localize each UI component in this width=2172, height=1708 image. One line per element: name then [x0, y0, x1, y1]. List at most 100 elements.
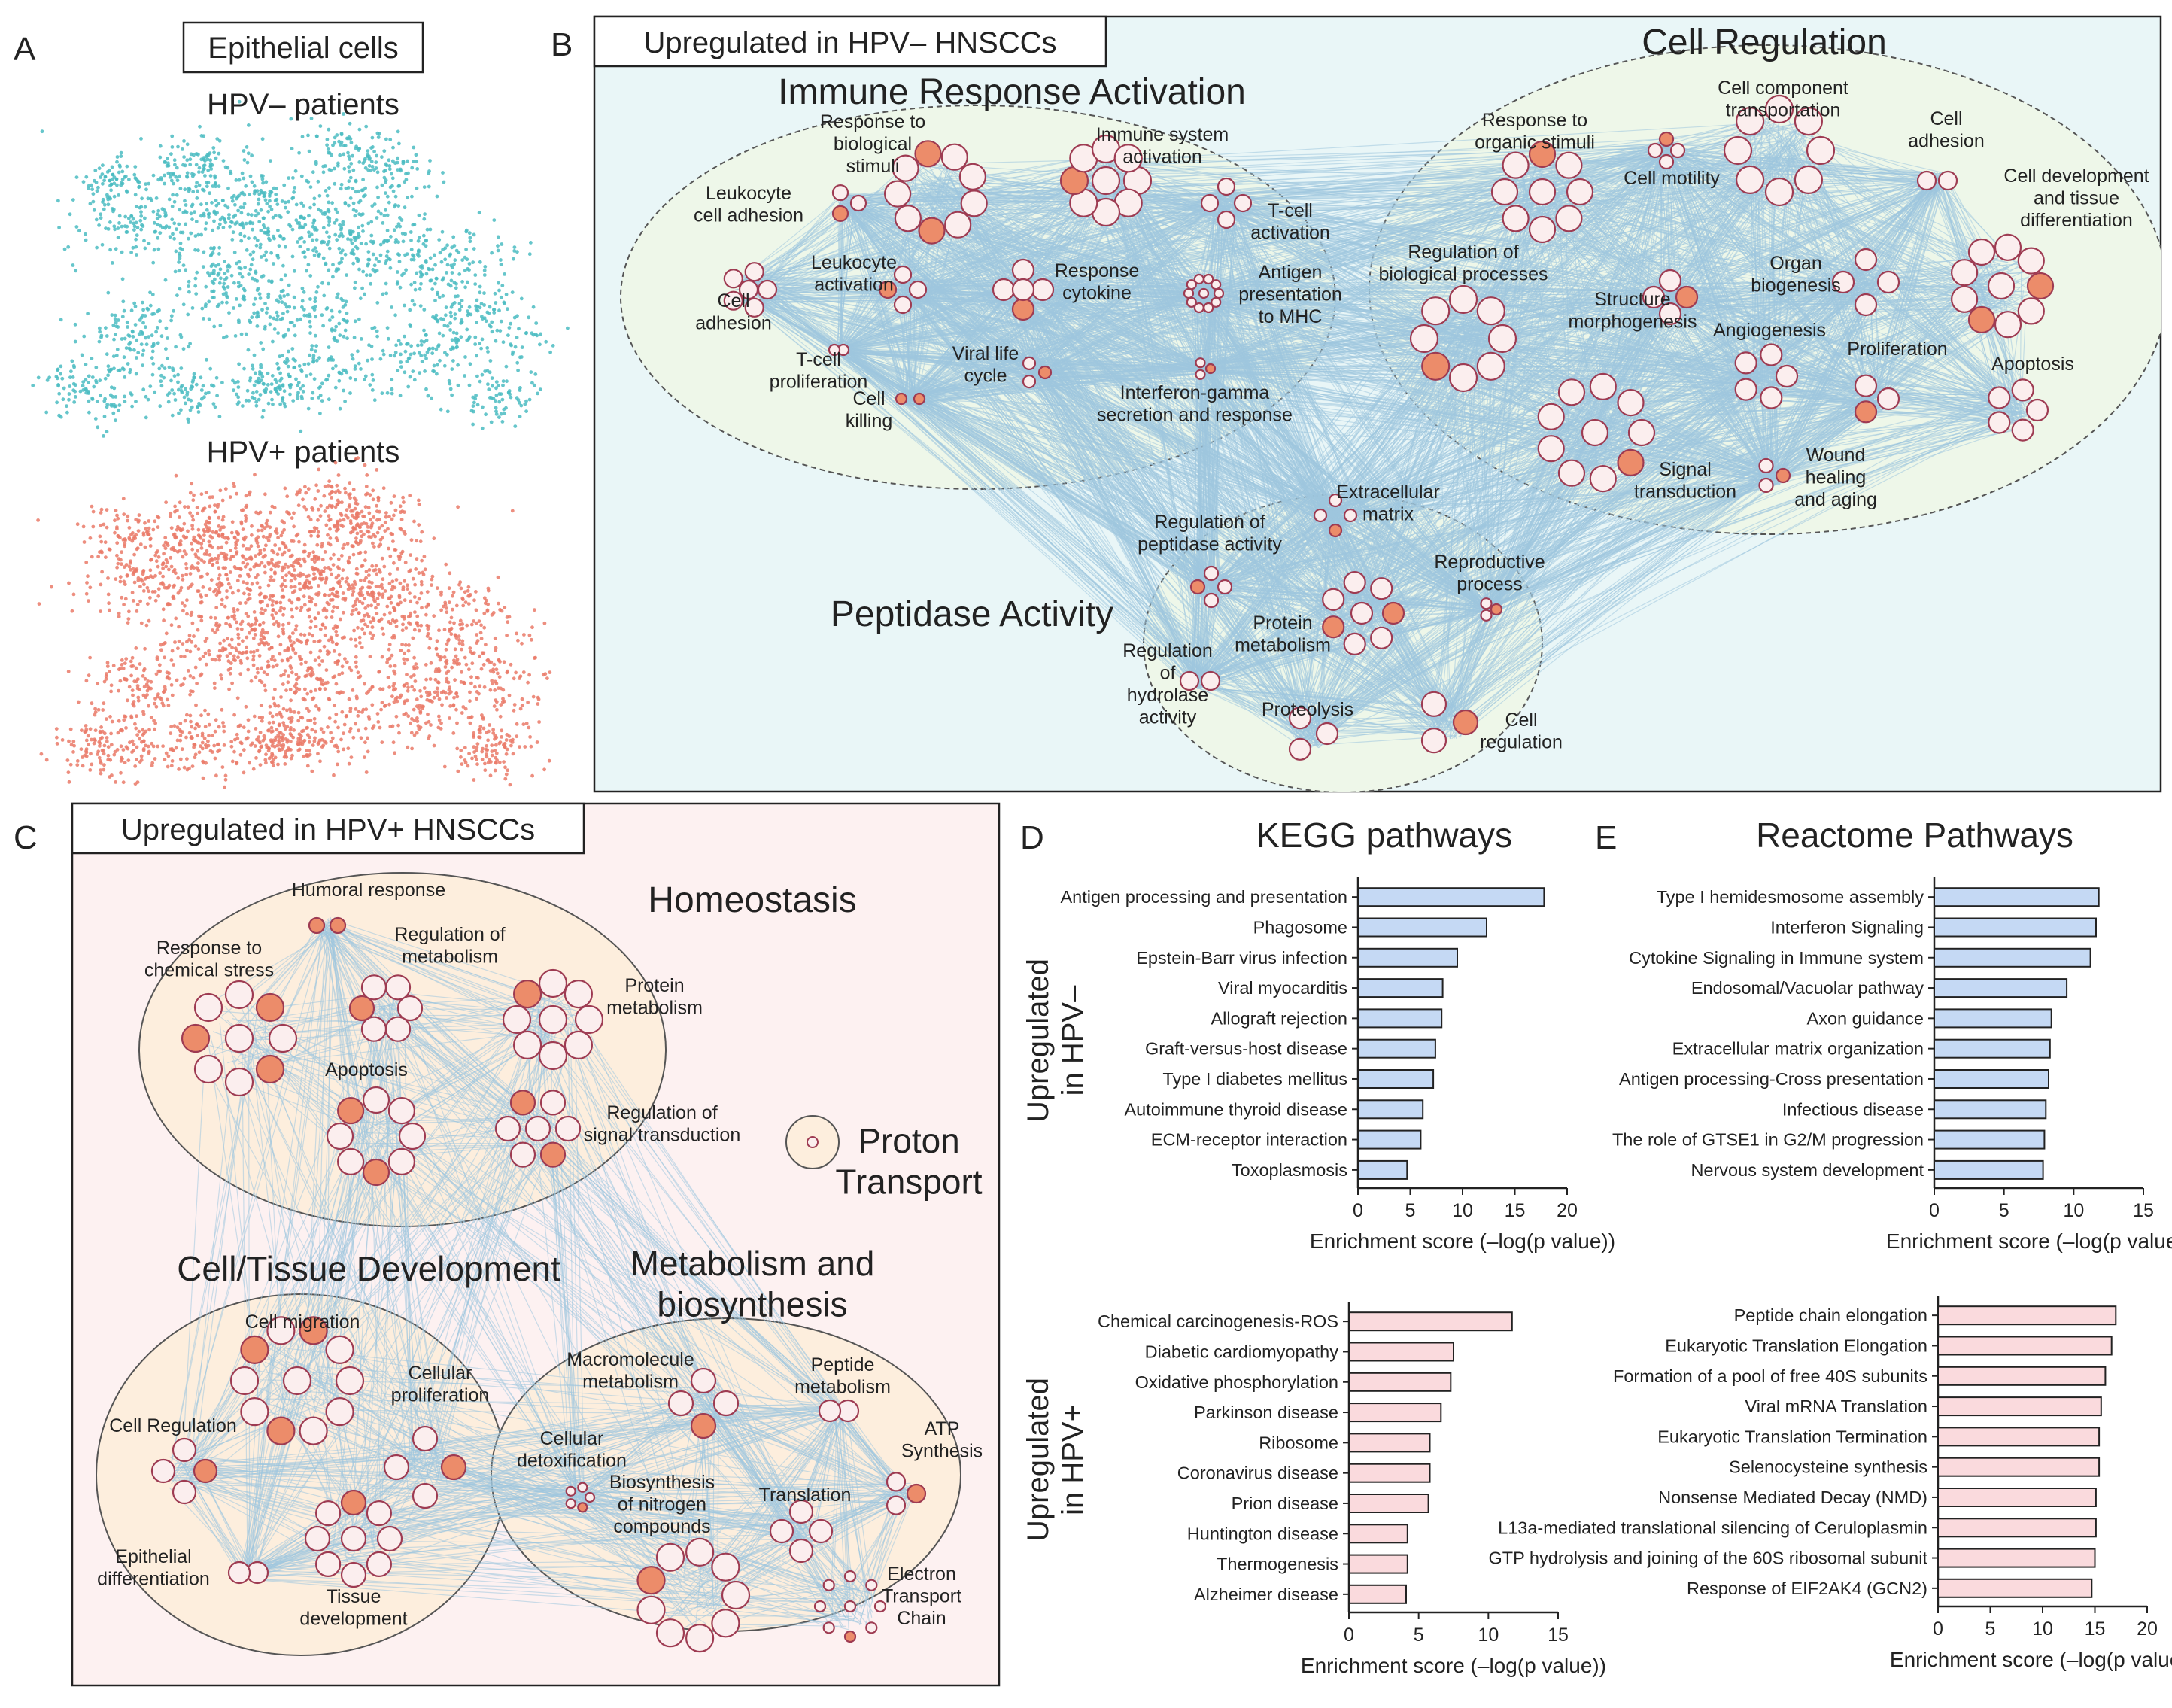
cell-point — [472, 733, 475, 737]
cell-point — [154, 559, 159, 564]
cell-point — [371, 541, 375, 546]
cell-point — [309, 533, 313, 538]
cell-point — [342, 334, 346, 339]
cell-point — [242, 748, 246, 752]
cell-point — [163, 546, 168, 551]
cell-point — [393, 313, 397, 318]
cell-point — [467, 752, 471, 755]
cell-point — [368, 383, 372, 387]
cell-point — [275, 298, 279, 302]
cell-point — [172, 181, 175, 186]
cell-point — [218, 488, 223, 493]
cell-point — [90, 357, 94, 360]
cell-point — [199, 232, 203, 237]
cell-point — [379, 617, 384, 622]
cell-point — [255, 288, 260, 293]
cell-point — [416, 239, 421, 243]
cell-point — [248, 267, 253, 272]
cell-point — [147, 335, 151, 339]
cell-point — [149, 716, 153, 719]
cell-point — [390, 176, 395, 181]
cell-point — [456, 383, 460, 387]
cell-point — [178, 757, 183, 761]
cell-point — [418, 264, 423, 269]
cell-point — [284, 585, 288, 588]
cell-point — [196, 568, 201, 573]
cell-point — [179, 655, 184, 658]
cell-point — [381, 632, 386, 637]
cell-point — [293, 169, 298, 173]
cell-point — [316, 530, 320, 534]
cell-point — [349, 251, 354, 255]
cell-point — [115, 348, 120, 351]
cell-point — [156, 236, 160, 240]
cell-point — [139, 577, 144, 582]
cell-point — [308, 324, 313, 329]
cell-point — [87, 381, 90, 384]
cell-point — [105, 736, 109, 740]
cell-point — [542, 621, 547, 625]
cell-point — [408, 308, 412, 312]
cell-point — [406, 159, 409, 163]
cell-point — [220, 215, 225, 220]
cell-point — [289, 710, 293, 714]
cell-point — [281, 541, 286, 546]
cell-point — [399, 218, 404, 222]
cell-point — [232, 609, 236, 614]
cell-point — [350, 612, 354, 616]
cell-point — [238, 272, 242, 276]
cell-point — [222, 281, 226, 286]
cell-point — [217, 585, 221, 590]
cell-point — [348, 710, 352, 713]
cell-point — [478, 631, 483, 635]
cell-point — [250, 180, 254, 184]
cell-point — [130, 688, 135, 692]
cell-point — [102, 767, 106, 772]
cell-point — [67, 392, 71, 396]
cell-point — [187, 284, 190, 288]
cell-point — [71, 740, 76, 743]
cell-point — [460, 639, 465, 643]
cell-point — [120, 562, 123, 567]
cell-point — [179, 585, 184, 590]
cell-point — [388, 622, 393, 625]
cell-point — [187, 187, 192, 192]
cell-point — [511, 752, 515, 756]
cell-point — [320, 558, 325, 562]
cell-point — [321, 170, 326, 175]
cell-point — [206, 168, 211, 172]
cell-point — [213, 405, 217, 409]
cell-point — [259, 366, 263, 369]
cell-point — [316, 593, 320, 597]
cell-point — [208, 543, 213, 548]
cell-point — [55, 400, 59, 405]
cell-point — [133, 193, 138, 197]
cell-point — [372, 263, 377, 268]
cell-point — [515, 734, 519, 739]
cell-point — [384, 261, 387, 266]
cell-point — [211, 628, 214, 632]
cell-point — [245, 562, 250, 566]
cell-point — [424, 721, 428, 725]
cell-point — [141, 531, 146, 536]
cell-point — [504, 738, 509, 742]
cell-point — [198, 124, 202, 129]
cell-point — [211, 562, 215, 567]
cell-point — [296, 240, 300, 244]
cell-point — [323, 484, 327, 488]
cell-point — [357, 200, 361, 205]
cell-point — [491, 667, 495, 672]
cell-point — [375, 712, 380, 716]
cell-point — [196, 647, 201, 651]
cell-point — [154, 330, 159, 334]
cell-point — [392, 513, 396, 518]
cell-point — [479, 302, 484, 306]
cell-point — [99, 582, 103, 587]
cell-point — [427, 736, 431, 740]
cell-point — [419, 343, 424, 347]
cell-point — [270, 613, 275, 617]
cell-point — [196, 549, 200, 553]
cell-point — [317, 663, 322, 667]
cell-point — [257, 623, 262, 627]
cell-point — [232, 565, 237, 569]
